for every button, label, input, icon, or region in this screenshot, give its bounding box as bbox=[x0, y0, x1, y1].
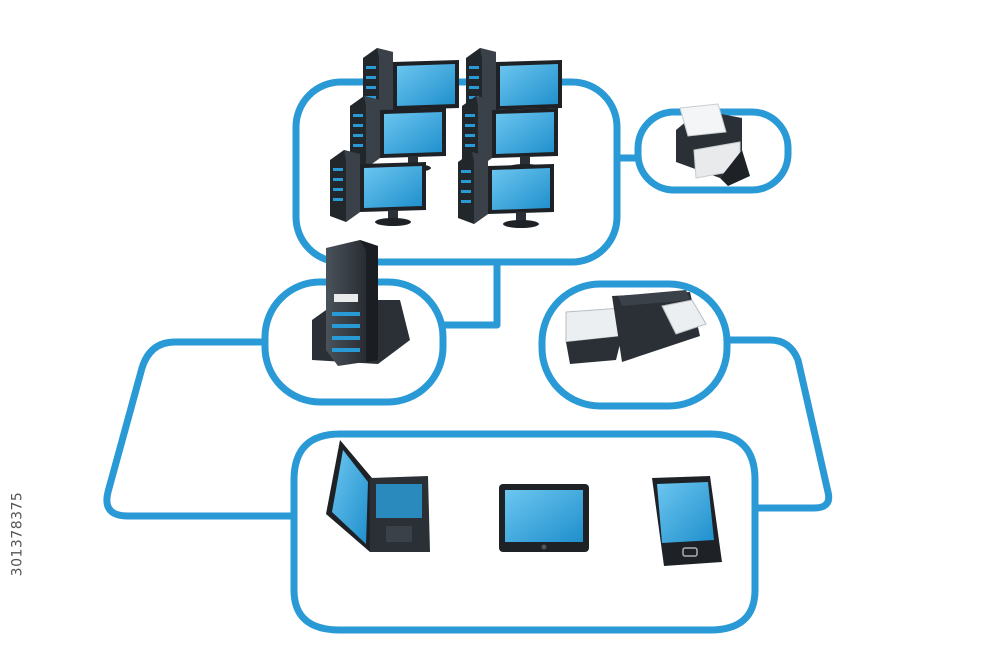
desktop-computer-icon bbox=[458, 152, 554, 228]
scanner-group-outline bbox=[538, 280, 731, 410]
link-workstations-server bbox=[443, 262, 501, 329]
link-scanner-mobile bbox=[727, 336, 833, 512]
scanner-icon bbox=[565, 290, 707, 364]
printer-icon bbox=[676, 103, 750, 186]
laptop-icon bbox=[326, 440, 430, 552]
smartphone-icon bbox=[652, 476, 722, 566]
mobile-group-outline bbox=[290, 430, 759, 634]
image-id-text: 301378375 bbox=[9, 491, 26, 577]
tablet-icon bbox=[499, 484, 589, 552]
server-tower-icon bbox=[312, 240, 410, 366]
workstations-group bbox=[330, 48, 562, 228]
link-server-mobile bbox=[103, 338, 294, 520]
